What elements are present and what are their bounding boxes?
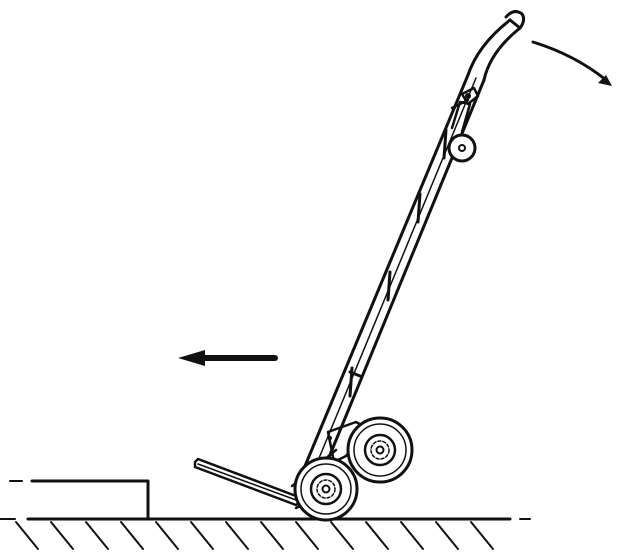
step-outline [30,479,150,521]
left-arrow-icon [178,350,278,366]
rear-wheel [346,416,414,484]
frame-braces [348,128,448,398]
step [9,479,150,521]
handle [466,10,526,82]
front-wheel [293,456,359,522]
hand-truck [193,10,526,522]
floor-hatching [15,521,494,550]
curved-arrow-icon [531,40,612,86]
floor [0,517,531,550]
toe-plate [193,457,306,510]
top-caster [447,86,480,163]
